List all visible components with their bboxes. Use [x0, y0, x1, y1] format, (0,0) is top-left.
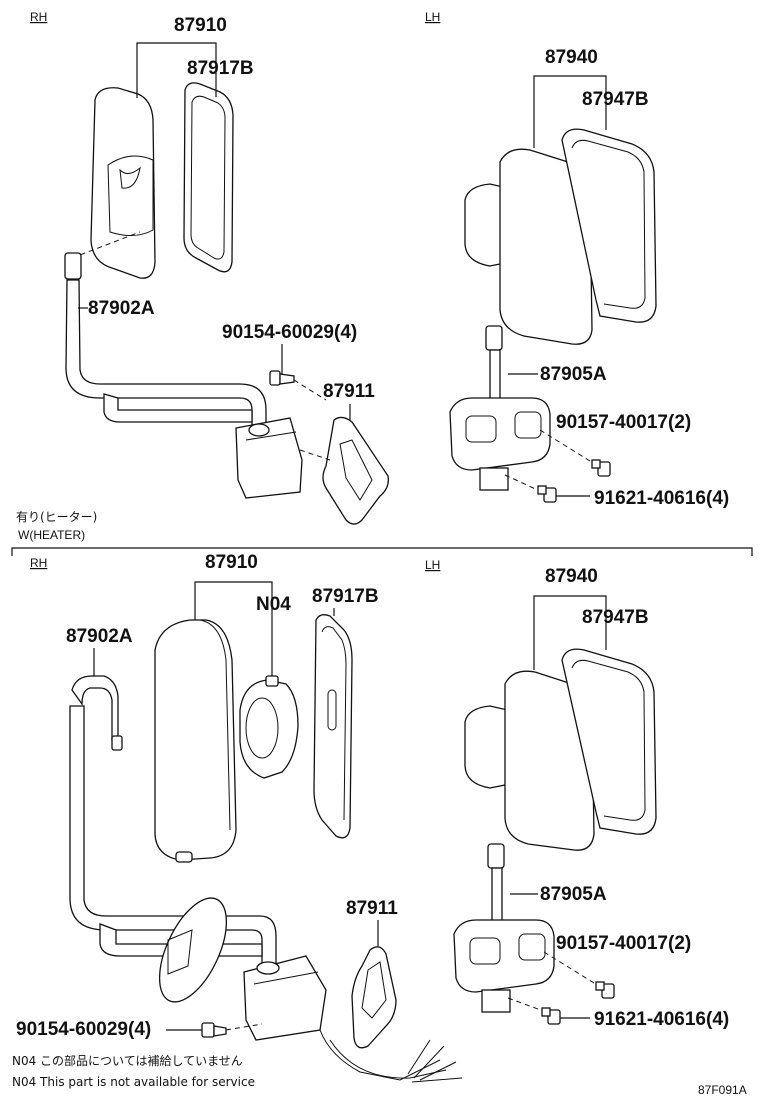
- part-label-87947b: 87947B: [582, 89, 649, 110]
- mounting-plate-rh: [322, 416, 389, 525]
- part-label-87905a: 87905A: [540, 884, 607, 905]
- assembly-line: [225, 1023, 263, 1031]
- mirror-disc-rh: [158, 897, 228, 1003]
- mirror-bracket-rh: [243, 955, 327, 1041]
- assembly-line: [71, 231, 141, 259]
- part-label-87917b: 87917B: [312, 586, 379, 607]
- part-label-87940: 87940: [545, 566, 598, 587]
- leader-line: [533, 75, 607, 148]
- part-label-87911: 87911: [323, 381, 375, 402]
- part-label-87910: 87910: [174, 15, 227, 36]
- assembly-line: [504, 474, 543, 493]
- mounting-plate-rh: [351, 946, 397, 1049]
- part-label-87940: 87940: [545, 47, 598, 68]
- part-label-90157: 90157-40017(2): [556, 933, 691, 954]
- assembly-line: [507, 997, 547, 1013]
- mirror-stay-lh: [485, 325, 503, 441]
- heater-heading-jp: 有り(ヒーター): [16, 510, 97, 524]
- part-label-91621: 91621-40616(4): [594, 488, 729, 509]
- mirror-arm-rh: [64, 252, 267, 433]
- heater-unit-n04: [239, 675, 299, 779]
- mirror-glass-lh: [561, 128, 657, 323]
- heater-heading-en: W(HEATER): [18, 528, 85, 542]
- note-jp: N04 この部品については補給していません: [12, 1053, 243, 1068]
- screw-icon: [541, 1007, 561, 1025]
- assembly-line: [543, 951, 603, 989]
- side-label-rh: RH: [30, 556, 47, 570]
- part-label-90154: 90154-60029(4): [222, 322, 357, 343]
- leader-line: [136, 42, 217, 98]
- leader-line: [533, 595, 607, 670]
- part-label-90154: 90154-60029(4): [16, 1019, 151, 1040]
- mirror-bracket-rh: [235, 417, 303, 499]
- wire-harness-rh: [319, 1029, 463, 1083]
- part-label-87917b: 87917B: [187, 58, 254, 79]
- part-label-87902a: 87902A: [66, 626, 133, 647]
- part-label-87905a: 87905A: [540, 364, 607, 385]
- side-label-lh: LH: [425, 558, 440, 572]
- note-en: N04 This part is not available for servi…: [12, 1075, 255, 1089]
- assembly-line: [293, 379, 327, 401]
- mirror-head-lh: [464, 670, 595, 851]
- mirror-head-rh: [90, 87, 156, 279]
- screw-icon: [537, 485, 557, 503]
- mirror-glass-rh: [183, 82, 234, 273]
- part-label-87947b: 87947B: [582, 607, 649, 628]
- side-label-rh: RH: [30, 10, 47, 24]
- part-label-87910: 87910: [205, 552, 258, 573]
- side-label-lh: LH: [425, 10, 440, 24]
- leader-line: [194, 581, 273, 676]
- section-divider: [11, 547, 753, 556]
- part-label-87902a: 87902A: [88, 298, 155, 319]
- mirror-glass-lh: [561, 648, 657, 835]
- mirror-head-rh: [154, 619, 237, 863]
- mirror-base-lh: [449, 397, 551, 491]
- part-label-91621: 91621-40616(4): [594, 1009, 729, 1030]
- bolt-icon: [201, 1022, 227, 1038]
- bolt-icon: [591, 459, 611, 477]
- figure-code: 87F091A: [698, 1083, 747, 1097]
- part-label-87911: 87911: [346, 898, 398, 919]
- bolt-icon: [595, 981, 615, 999]
- bolt-icon: [269, 370, 295, 386]
- assembly-line: [299, 449, 331, 461]
- assembly-line: [539, 429, 599, 467]
- mirror-base-lh: [453, 919, 555, 1013]
- part-label-90157: 90157-40017(2): [556, 412, 691, 433]
- mirror-glass-rh: [313, 614, 353, 839]
- mirror-head-lh: [464, 148, 593, 345]
- mirror-stay-lh: [487, 843, 505, 961]
- part-label-n04: N04: [256, 594, 291, 615]
